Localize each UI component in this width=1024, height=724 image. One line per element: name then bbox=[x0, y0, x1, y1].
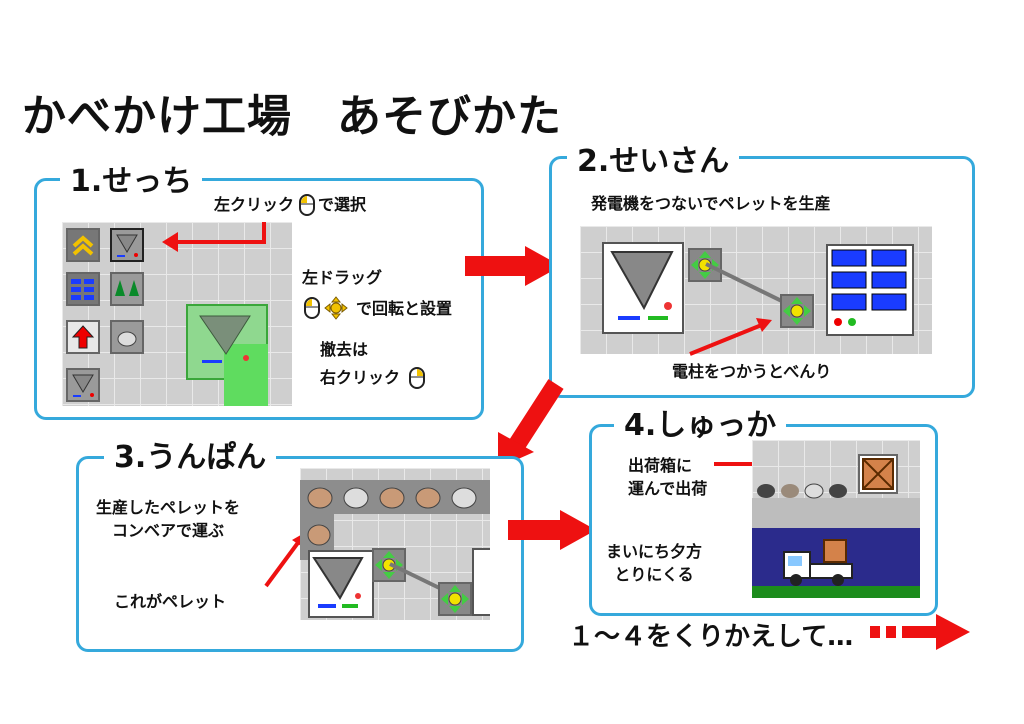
setup-screenshot bbox=[62, 222, 292, 406]
pellet-icon bbox=[757, 483, 847, 499]
panel-setup-title: 1.せっち bbox=[60, 156, 203, 200]
mouse-left-icon bbox=[299, 194, 315, 216]
truck-icon bbox=[783, 539, 853, 586]
road bbox=[752, 586, 920, 598]
pole-icon bbox=[375, 551, 403, 579]
power-pole-tile[interactable] bbox=[438, 582, 472, 616]
ship-screenshot bbox=[752, 440, 920, 598]
rotate-place-label: で回転と設置 bbox=[356, 299, 453, 318]
left-click-label: 左クリック bbox=[214, 195, 295, 214]
page-title: かべかけ工場 あそびかた bbox=[22, 91, 562, 142]
move-cross-icon bbox=[324, 296, 348, 320]
pole-note: 電柱をつかうとべんり bbox=[672, 362, 832, 381]
crate-icon bbox=[862, 458, 894, 490]
pellet-note: これがペレット bbox=[114, 592, 227, 611]
tree-tile[interactable] bbox=[110, 272, 144, 306]
ore-tile[interactable] bbox=[110, 320, 144, 354]
repeat-note: １～４をくりかえして… bbox=[568, 622, 854, 652]
tree-icon bbox=[115, 280, 139, 296]
storage-tile[interactable] bbox=[66, 272, 100, 306]
evening-note: まいにち夕方 とりにくる bbox=[606, 542, 703, 585]
hopper-icon bbox=[610, 251, 674, 320]
conveyor-tile[interactable] bbox=[66, 228, 100, 262]
power-pole-tile[interactable] bbox=[780, 294, 814, 328]
panel-transport-title: 3.うんぱん bbox=[104, 432, 277, 476]
hopper-tile-selected[interactable] bbox=[110, 228, 144, 262]
produce-caption: 発電機をつないでペレットを生産 bbox=[591, 194, 831, 213]
pole-icon bbox=[441, 585, 469, 613]
panel-produce-title: 2.せいさん bbox=[567, 136, 740, 180]
transport-caption: 生産したペレットを コンベアで運ぶ bbox=[96, 498, 241, 541]
transport-screenshot bbox=[300, 468, 490, 620]
storage-icon bbox=[71, 279, 94, 300]
left-drag-label: 左ドラッグ bbox=[302, 268, 383, 287]
remove-label: 撤去は bbox=[320, 340, 369, 359]
repeat-arrow-icon bbox=[870, 614, 970, 650]
hopper-icon bbox=[116, 234, 138, 257]
pole-note-arrow-icon bbox=[689, 318, 772, 356]
pellet-icon bbox=[307, 524, 331, 546]
ground bbox=[752, 498, 920, 528]
panel-ship-title: 4.しゅっか bbox=[614, 400, 787, 444]
placement-cell-highlight bbox=[224, 344, 268, 406]
hopper-tile[interactable] bbox=[66, 368, 100, 402]
storage-icon bbox=[831, 249, 907, 326]
pellet-storage bbox=[472, 548, 490, 616]
pole-icon bbox=[783, 297, 811, 325]
pole-icon bbox=[691, 251, 719, 279]
mouse-right-icon bbox=[409, 367, 425, 389]
shipping-crate-tile[interactable] bbox=[858, 454, 898, 494]
hopper-icon bbox=[312, 557, 364, 608]
hopper-icon bbox=[72, 374, 94, 397]
step-arrow-icon bbox=[465, 246, 561, 286]
power-pole-tile[interactable] bbox=[688, 248, 722, 282]
right-click-label: 右クリック bbox=[320, 368, 401, 387]
pellet-icon bbox=[307, 487, 477, 509]
left-click-suffix: で選択 bbox=[318, 195, 367, 214]
produce-screenshot bbox=[580, 226, 932, 354]
hopper-icon bbox=[199, 315, 251, 363]
power-pole-tile[interactable] bbox=[372, 548, 406, 582]
ore-icon bbox=[117, 331, 137, 347]
arrow-up-icon bbox=[71, 325, 95, 349]
selection-arrow-icon bbox=[162, 222, 266, 252]
chevron-up-icon bbox=[72, 235, 94, 256]
mouse-left-icon bbox=[304, 297, 320, 319]
step-arrow-icon bbox=[508, 510, 596, 550]
ship-caption: 出荷箱に 運んで出荷 bbox=[628, 456, 708, 499]
upgrade-tile[interactable] bbox=[66, 320, 100, 354]
